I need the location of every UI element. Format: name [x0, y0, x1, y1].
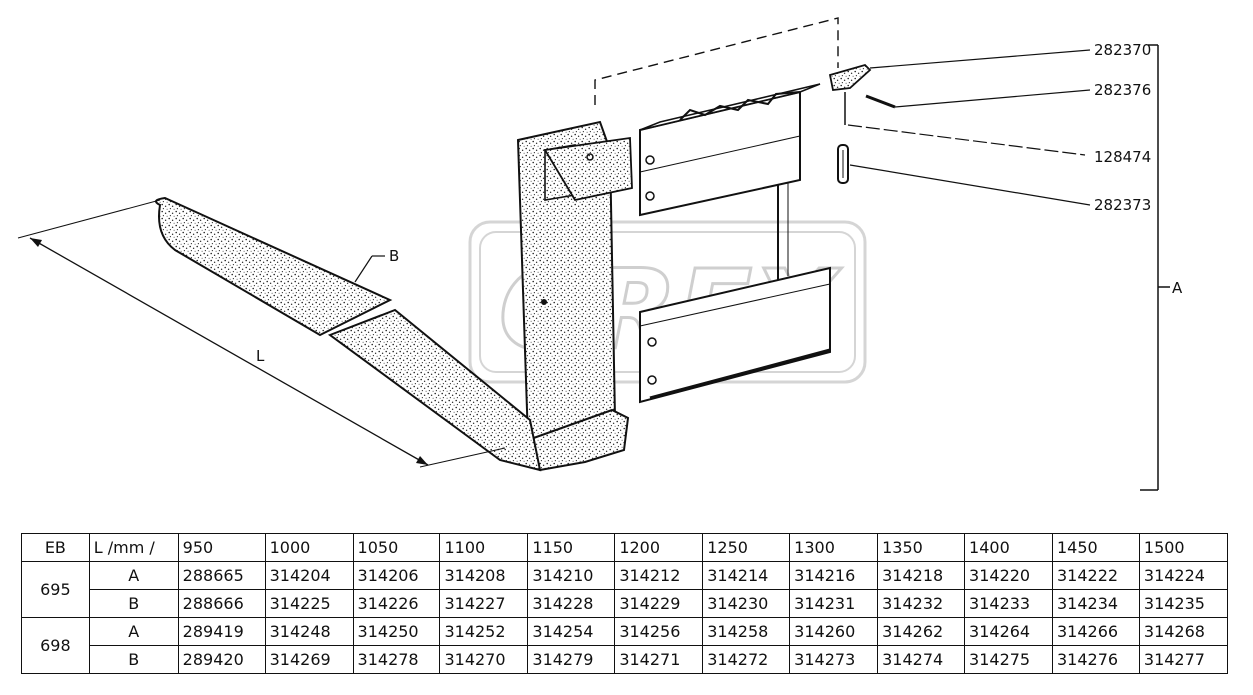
- part-number: 314270: [439, 645, 529, 674]
- fork-shank: [516, 120, 633, 442]
- part-number: 314206: [352, 561, 441, 590]
- part-number: 314266: [1051, 617, 1140, 646]
- type-value: B: [88, 645, 179, 674]
- header-length: 1100: [439, 533, 529, 562]
- part-number: 314228: [527, 589, 616, 618]
- part-number: 314234: [1051, 589, 1140, 618]
- part-number: 314248: [264, 617, 354, 646]
- part-number: 314277: [1138, 645, 1229, 674]
- part-number: 314232: [877, 589, 966, 618]
- header-length: 1150: [527, 533, 616, 562]
- header-eb: EB: [21, 533, 90, 562]
- header-length: 1050: [352, 533, 441, 562]
- table-row: B 288666 314225 314226 314227 314228 314…: [22, 589, 1229, 618]
- fork-assembly-drawing: OREX: [17, 17, 1183, 491]
- type-value: A: [88, 617, 179, 646]
- part-number: 314231: [789, 589, 879, 618]
- part-number: 314208: [439, 561, 529, 590]
- part-number: 314256: [614, 617, 704, 646]
- part-number: 314227: [439, 589, 529, 618]
- header-length: 1300: [789, 533, 879, 562]
- carriage-lower-bar: [639, 266, 831, 404]
- part-number: 289420: [177, 645, 266, 674]
- dimension-a: [1140, 44, 1170, 491]
- part-number: 314224: [1138, 561, 1229, 590]
- part-number: 314229: [614, 589, 704, 618]
- table-row: B 289420 314269 314278 314270 314279 314…: [22, 645, 1229, 674]
- part-number: 314269: [264, 645, 354, 674]
- header-length: 1200: [614, 533, 704, 562]
- part-number: 288666: [177, 589, 266, 618]
- dashed-assembly-line: [594, 17, 839, 105]
- header-length: 1400: [964, 533, 1053, 562]
- part-number: 314250: [352, 617, 441, 646]
- header-length: 1250: [702, 533, 791, 562]
- header-length: 1000: [264, 533, 354, 562]
- table-row: 698 A 289419 314248 314250 314252 314254…: [21, 617, 1229, 674]
- part-number: 288665: [177, 561, 266, 590]
- header-length: 1350: [877, 533, 966, 562]
- table-row: 695 A 288665 314204 314206 314208 314210…: [21, 561, 1229, 618]
- part-number: 314272: [702, 645, 791, 674]
- part-number: 314235: [1138, 589, 1229, 618]
- type-value: B: [88, 589, 179, 618]
- part-number: 314268: [1138, 617, 1229, 646]
- part-number: 314214: [702, 561, 791, 590]
- part-number: 314204: [264, 561, 354, 590]
- eb-value: 698: [21, 617, 90, 674]
- parts-number-table: EB L /mm / 950 1000 1050 1100 1150 1200 …: [21, 533, 1229, 674]
- fork-blade-b: [155, 196, 393, 337]
- table-header-row: EB L /mm / 950 1000 1050 1100 1150 1200 …: [21, 533, 1229, 562]
- eb-value: 695: [21, 561, 90, 618]
- part-number: 314258: [702, 617, 791, 646]
- dimension-a-label: A: [1172, 279, 1183, 297]
- part-number: 314225: [264, 589, 354, 618]
- part-number: 314218: [877, 561, 966, 590]
- part-number: 314226: [352, 589, 441, 618]
- part-number: 314210: [527, 561, 616, 590]
- dimension-l-label: L: [256, 347, 265, 365]
- header-l: L /mm /: [88, 533, 179, 562]
- dimension-b-label: B: [389, 247, 399, 265]
- type-value: A: [88, 561, 179, 590]
- callout-282376: 282376: [1094, 81, 1151, 99]
- header-length: 1450: [1051, 533, 1140, 562]
- part-number: 314230: [702, 589, 791, 618]
- part-number: 289419: [177, 617, 266, 646]
- callout-282370: 282370: [1094, 41, 1151, 59]
- part-number: 314276: [1051, 645, 1140, 674]
- fork-blade: [327, 308, 542, 472]
- part-number: 314216: [789, 561, 879, 590]
- part-number: 314279: [527, 645, 616, 674]
- part-number: 314271: [614, 645, 704, 674]
- callout-128474: 128474: [1094, 148, 1151, 166]
- part-number: 314274: [877, 645, 966, 674]
- part-number: 314233: [964, 589, 1053, 618]
- part-number: 314252: [439, 617, 529, 646]
- part-number: 314220: [964, 561, 1053, 590]
- part-number: 314260: [789, 617, 879, 646]
- header-length: 950: [177, 533, 266, 562]
- part-282373-link: [837, 144, 849, 184]
- part-number: 314262: [877, 617, 966, 646]
- part-number: 314275: [964, 645, 1053, 674]
- part-number: 314278: [352, 645, 441, 674]
- part-number: 314212: [614, 561, 704, 590]
- part-number: 314254: [527, 617, 616, 646]
- callout-282373: 282373: [1094, 196, 1151, 214]
- dimension-l: [17, 199, 506, 468]
- part-282376-pin: [865, 94, 896, 109]
- part-number: 314273: [789, 645, 879, 674]
- carriage-upper-bar: [639, 83, 821, 217]
- part-282370-shape: [828, 63, 872, 91]
- dimension-b-leader: [354, 255, 373, 283]
- part-number: 314222: [1051, 561, 1140, 590]
- header-length: 1500: [1138, 533, 1229, 562]
- part-number: 314264: [964, 617, 1053, 646]
